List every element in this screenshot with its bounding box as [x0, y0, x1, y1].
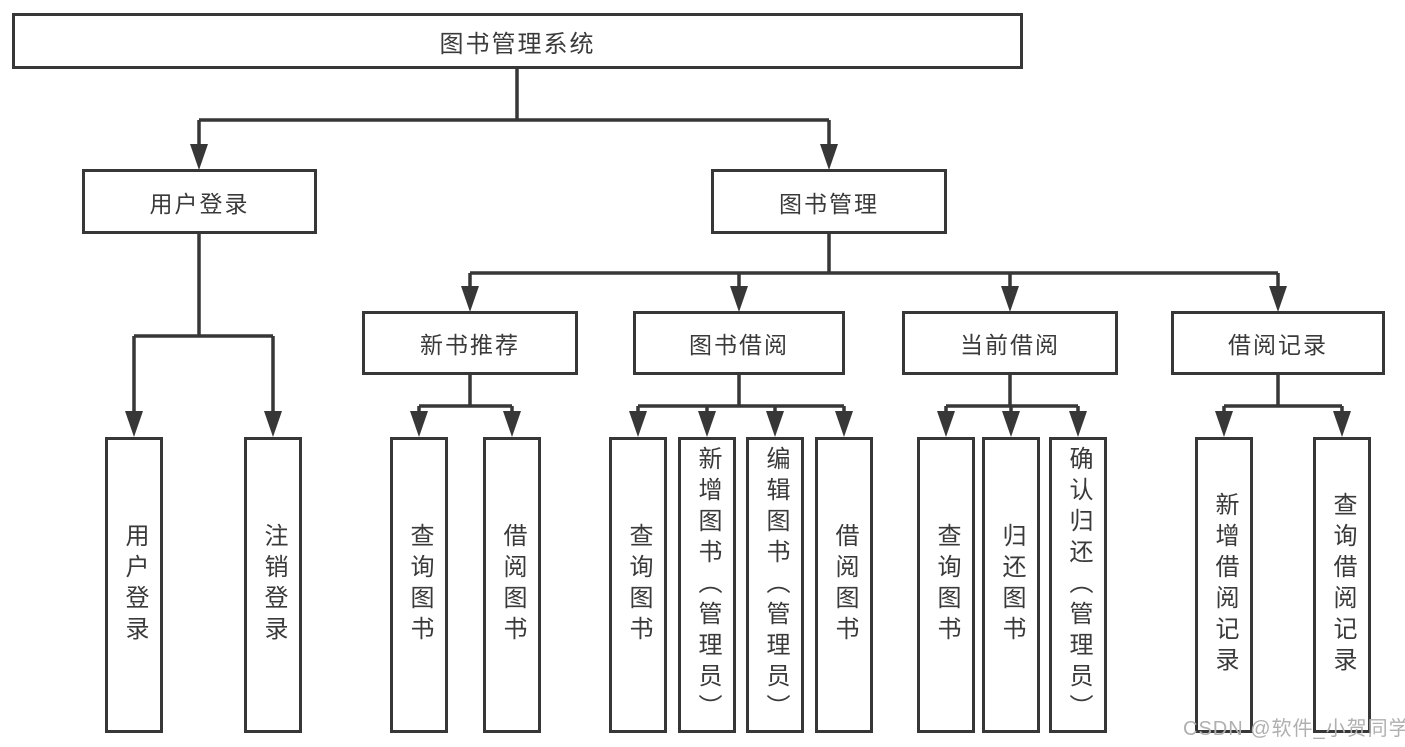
leaf-borrow-books-borrowing: 借阅图书 — [815, 437, 873, 733]
arrowhead — [835, 411, 853, 437]
arrowhead — [1001, 286, 1019, 312]
node-label: 查询图书 — [625, 523, 652, 647]
arrowhead — [698, 411, 716, 437]
arrowhead — [937, 411, 955, 437]
node-label: 编辑图书（管理员） — [762, 445, 789, 725]
node-current-borrowing: 当前借阅 — [902, 311, 1118, 375]
node-label: 图书管理系统 — [439, 30, 596, 58]
edge-book-management-to-level2 — [468, 234, 1280, 290]
node-book-borrowing: 图书借阅 — [633, 311, 845, 375]
leaf-query-borrow-record: 查询借阅记录 — [1313, 437, 1371, 733]
arrowhead — [1269, 286, 1287, 312]
leaf-user-login: 用户登录 — [105, 437, 163, 733]
edge-user-login-to-leaves — [132, 234, 275, 415]
leaf-borrow-books-recommend: 借阅图书 — [483, 437, 541, 733]
node-label: 查询借阅记录 — [1329, 492, 1356, 678]
arrowhead — [125, 411, 143, 437]
node-label: 新书推荐 — [420, 332, 520, 358]
node-borrowing-records: 借阅记录 — [1171, 311, 1385, 375]
node-label: 用户登录 — [121, 523, 148, 647]
arrowhead — [190, 144, 208, 170]
node-label: 借阅图书 — [831, 523, 858, 647]
node-label: 借阅记录 — [1228, 332, 1328, 358]
edge-borrowing-records-to-leaves — [1222, 373, 1344, 415]
node-label: 确认归还（管理员） — [1065, 445, 1092, 725]
arrowhead — [264, 411, 282, 437]
arrowhead — [461, 286, 479, 312]
node-new-book-recommendation: 新书推荐 — [362, 311, 578, 375]
leaf-return-books: 归还图书 — [982, 437, 1040, 733]
watermark-text: CSDN @软件_小贺同学 — [1183, 718, 1405, 740]
node-label: 新增借阅记录 — [1211, 492, 1238, 678]
edge-book-borrowing-to-leaves — [636, 373, 846, 415]
node-label: 归还图书 — [998, 523, 1025, 647]
arrowhead — [503, 411, 521, 437]
leaf-add-borrow-record: 新增借阅记录 — [1195, 437, 1253, 733]
arrowhead — [410, 411, 428, 437]
node-label: 借阅图书 — [499, 523, 526, 647]
arrowhead — [730, 286, 748, 312]
node-label: 注销登录 — [260, 523, 287, 647]
node-label: 图书借阅 — [689, 332, 789, 358]
leaf-logout-login: 注销登录 — [244, 437, 302, 733]
node-label: 当前借阅 — [960, 332, 1060, 358]
leaf-query-books-current: 查询图书 — [917, 437, 975, 733]
node-user-login: 用户登录 — [82, 169, 317, 234]
arrowheads — [125, 144, 1351, 437]
leaf-query-books-recommend: 查询图书 — [390, 437, 448, 733]
node-library-management-system: 图书管理系统 — [12, 13, 1023, 69]
leaf-confirm-return-admin: 确认归还（管理员） — [1049, 437, 1107, 733]
node-book-management: 图书管理 — [711, 169, 947, 234]
arrowhead — [1069, 411, 1087, 437]
arrowhead — [1002, 411, 1020, 437]
node-label: 查询图书 — [406, 523, 433, 647]
node-label: 用户登录 — [149, 190, 250, 217]
leaf-query-books-borrowing: 查询图书 — [609, 437, 667, 733]
arrowhead — [1215, 411, 1233, 437]
arrowhead — [766, 411, 784, 437]
arrowhead — [629, 411, 647, 437]
node-label: 图书管理 — [779, 190, 879, 217]
arrowhead — [1333, 411, 1351, 437]
node-label: 新增图书（管理员） — [694, 445, 721, 725]
edge-root-to-level1 — [197, 68, 831, 148]
arrowhead — [820, 144, 838, 170]
leaf-add-books-admin: 新增图书（管理员） — [678, 437, 736, 733]
node-label: 查询图书 — [933, 523, 960, 647]
leaf-edit-books-admin: 编辑图书（管理员） — [746, 437, 804, 733]
edge-new-book-recommendation-to-leaves — [417, 373, 514, 415]
edge-current-borrowing-to-leaves — [944, 373, 1080, 415]
